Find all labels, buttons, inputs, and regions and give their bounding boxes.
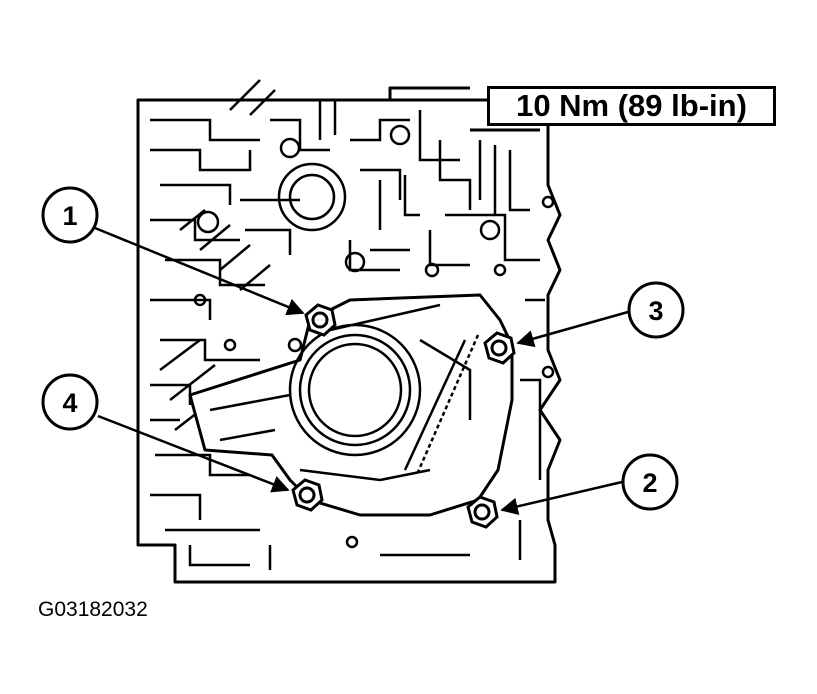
leader-line-4 xyxy=(97,414,290,493)
callout-2-number: 2 xyxy=(642,468,657,498)
leader-lines xyxy=(94,226,629,515)
callout-4-number: 4 xyxy=(62,388,77,418)
switch-housing xyxy=(188,293,514,517)
callout-4: 4 xyxy=(41,373,99,431)
bolt-4 xyxy=(291,478,324,512)
callout-3: 3 xyxy=(627,281,685,339)
passage-ports xyxy=(193,124,555,549)
bolt-3 xyxy=(483,331,516,365)
torque-spec-label: 10 Nm (89 lb-in) xyxy=(487,86,776,126)
leader-line-3 xyxy=(516,310,629,348)
leader-line-2 xyxy=(500,480,623,515)
bolt-1 xyxy=(304,303,337,337)
callout-2: 2 xyxy=(621,453,679,511)
callout-1: 1 xyxy=(41,186,99,244)
bolt-2 xyxy=(466,495,499,529)
leader-line-1 xyxy=(94,226,305,316)
callout-1-number: 1 xyxy=(62,201,77,231)
figure-id: G03182032 xyxy=(38,598,148,621)
callout-3-number: 3 xyxy=(648,296,663,326)
bolts xyxy=(291,303,516,529)
switch-housing-details xyxy=(209,303,480,482)
valve-body-passages xyxy=(150,79,545,570)
